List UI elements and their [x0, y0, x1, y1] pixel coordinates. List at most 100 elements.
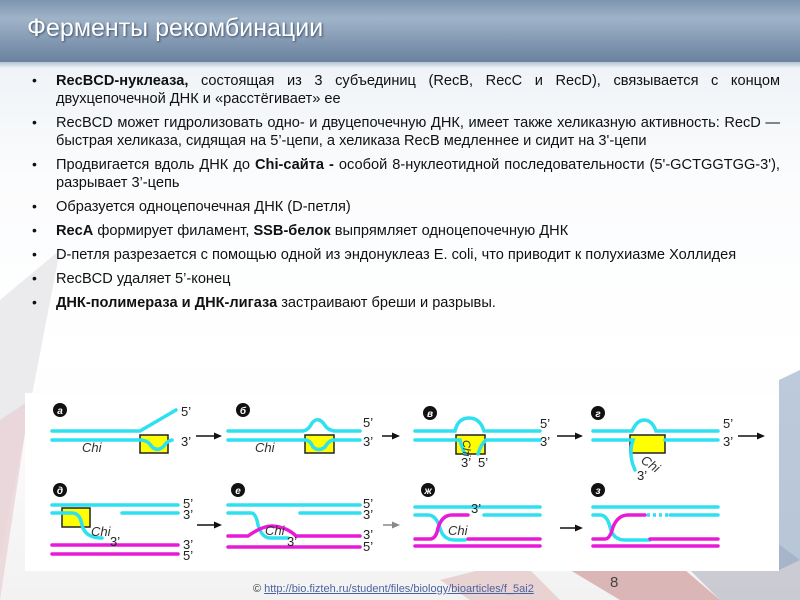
chi-label: Chi: [460, 440, 472, 457]
bullet-item: RecBCD может гидролизовать одно- и двуце…: [30, 113, 780, 150]
bold-term: Chi-сайта -: [255, 157, 334, 173]
strand-end-label: 3’: [363, 527, 373, 542]
bullet-item: RecBCD-нуклеаза, состоящая из 3 субъедин…: [30, 71, 780, 108]
strand-end-label: 3’: [183, 537, 193, 552]
invading-strand: [413, 513, 470, 541]
title-bar: Ферменты рекомбинации: [0, 0, 800, 65]
bold-term: ДНК-полимераза и ДНК-лигаза: [56, 295, 278, 311]
arrow-head-icon: [392, 432, 400, 440]
strand-end-label: 3’: [637, 468, 647, 483]
strand-end-label: 5’: [183, 496, 193, 511]
copyright-symbol: ©: [253, 583, 262, 595]
strand-end-label: 3’: [110, 534, 120, 549]
bullet-list: RecBCD-нуклеаза, состоящая из 3 субъедин…: [30, 71, 780, 318]
dna-strand: [226, 418, 362, 433]
bullet-text: Образуется одноцепочечная ДНК (D-петля): [56, 199, 351, 215]
slide-title: Ферменты рекомбинации: [27, 14, 324, 42]
chi-label: Chi: [448, 523, 469, 538]
bullet-text: состоящая из 3 субъединиц (RecB, RecC и …: [56, 73, 780, 107]
recbcd-enzyme-box: [629, 434, 666, 454]
strand-end-label: 5’: [363, 496, 373, 511]
strand-end-label: 3’: [540, 434, 550, 449]
dna-strand: [50, 511, 104, 540]
panel-badge: [423, 406, 437, 420]
strand-end-label: 5’: [363, 415, 373, 430]
panel-badge: [236, 403, 250, 417]
bullet-item: D-петля разрезается с помощью одной из э…: [30, 245, 780, 264]
panel-label: в: [427, 409, 433, 420]
dna-strand: [226, 438, 362, 452]
panel-badge: [231, 483, 245, 497]
panel-label: з: [595, 486, 600, 497]
bullet-item: ДНК-полимераза и ДНК-лигаза застраивают …: [30, 293, 780, 312]
bullet-item: RecBCD удаляет 5’-конец: [30, 269, 780, 288]
panel-badge: [591, 483, 605, 497]
panel-badge: [53, 403, 67, 417]
bullet-text: формирует филамент,: [93, 223, 254, 239]
arrow-head-icon: [214, 521, 222, 529]
panel-label: б: [240, 405, 247, 417]
strand-end-label: 5’: [181, 404, 191, 419]
bullet-text: RecBCD может гидролизовать одно- и двуце…: [56, 115, 780, 149]
dna-strand: [50, 408, 178, 433]
panel-label: г: [595, 409, 601, 420]
bullet-text: RecBCD удаляет 5’-конец: [56, 271, 231, 287]
bullet-text: D-петля разрезается с помощью одной из э…: [56, 247, 737, 263]
recbcd-enzyme-box: [61, 507, 91, 528]
dna-strand: [413, 416, 542, 433]
panel-label: д: [57, 486, 63, 497]
strand-end-label: 5’: [723, 416, 733, 431]
bold-term: RecA: [56, 223, 94, 239]
strand-end-label: 3’: [287, 534, 297, 549]
strand-end-label: 3’: [723, 434, 733, 449]
strand-end-label: 5’: [363, 539, 373, 554]
dna-strand: [413, 513, 467, 542]
strand-end-label: 3’: [461, 455, 471, 470]
dna-strand: [591, 418, 720, 433]
bullet-item: Продвигается вдоль ДНК до Chi-сайта - ос…: [30, 155, 780, 192]
bullet-item: RecA формирует филамент, SSB-белок выпря…: [30, 221, 780, 240]
bullet-item: Образуется одноцепочечная ДНК (D-петля): [30, 197, 780, 216]
panel-badge: [53, 483, 67, 497]
panel-badge: [421, 483, 435, 497]
page-number: 8: [610, 574, 619, 591]
strand-end-label: 3’: [181, 434, 191, 449]
strand-end-label: 3’: [471, 501, 481, 516]
bullet-text: выпрямляет одноцепочечную ДНК: [330, 223, 569, 239]
panel-label: а: [57, 406, 63, 417]
dna-strand: [50, 438, 174, 451]
strand-end-label: 3’: [183, 507, 193, 522]
strand-end-label: 5’: [478, 455, 488, 470]
strand-end-label: 5’: [183, 548, 193, 563]
footer: © http://bio.fizteh.ru/student/files/bio…: [253, 583, 534, 595]
dna-strand: [413, 438, 542, 456]
bullet-text: особой 8-нуклеотидной последовательности…: [56, 157, 780, 191]
arrow-head-icon: [392, 521, 400, 529]
dna-strand: [591, 438, 637, 472]
panel-label: е: [235, 486, 241, 497]
chi-label: Chi: [255, 440, 276, 455]
bold-term: RecBCD-нуклеаза,: [56, 73, 189, 89]
dna-strand: [226, 511, 290, 540]
invading-strand: [591, 513, 647, 541]
source-link[interactable]: http://bio.fizteh.ru/student/files/biolo…: [264, 583, 534, 595]
panel-label: ж: [423, 486, 432, 497]
title-divider: [0, 62, 800, 68]
strand-end-label: 5’: [540, 416, 550, 431]
bullet-text: застраивают бреши и разрывы.: [277, 295, 496, 311]
strand-end-label: 3’: [363, 507, 373, 522]
invading-strand: [226, 524, 362, 538]
dna-strand: [591, 513, 652, 542]
chi-label: Chi: [91, 524, 112, 539]
arrow-head-icon: [214, 432, 222, 440]
arrow-head-icon: [575, 432, 583, 440]
strand-end-label: 3’: [363, 434, 373, 449]
panel-badge: [591, 406, 605, 420]
bullet-text: Продвигается вдоль ДНК до: [56, 157, 255, 173]
chi-label: Chi: [82, 440, 103, 455]
chi-label: Chi: [265, 523, 286, 538]
bold-term: SSB-белок: [253, 223, 331, 239]
arrow-head-icon: [757, 432, 765, 440]
